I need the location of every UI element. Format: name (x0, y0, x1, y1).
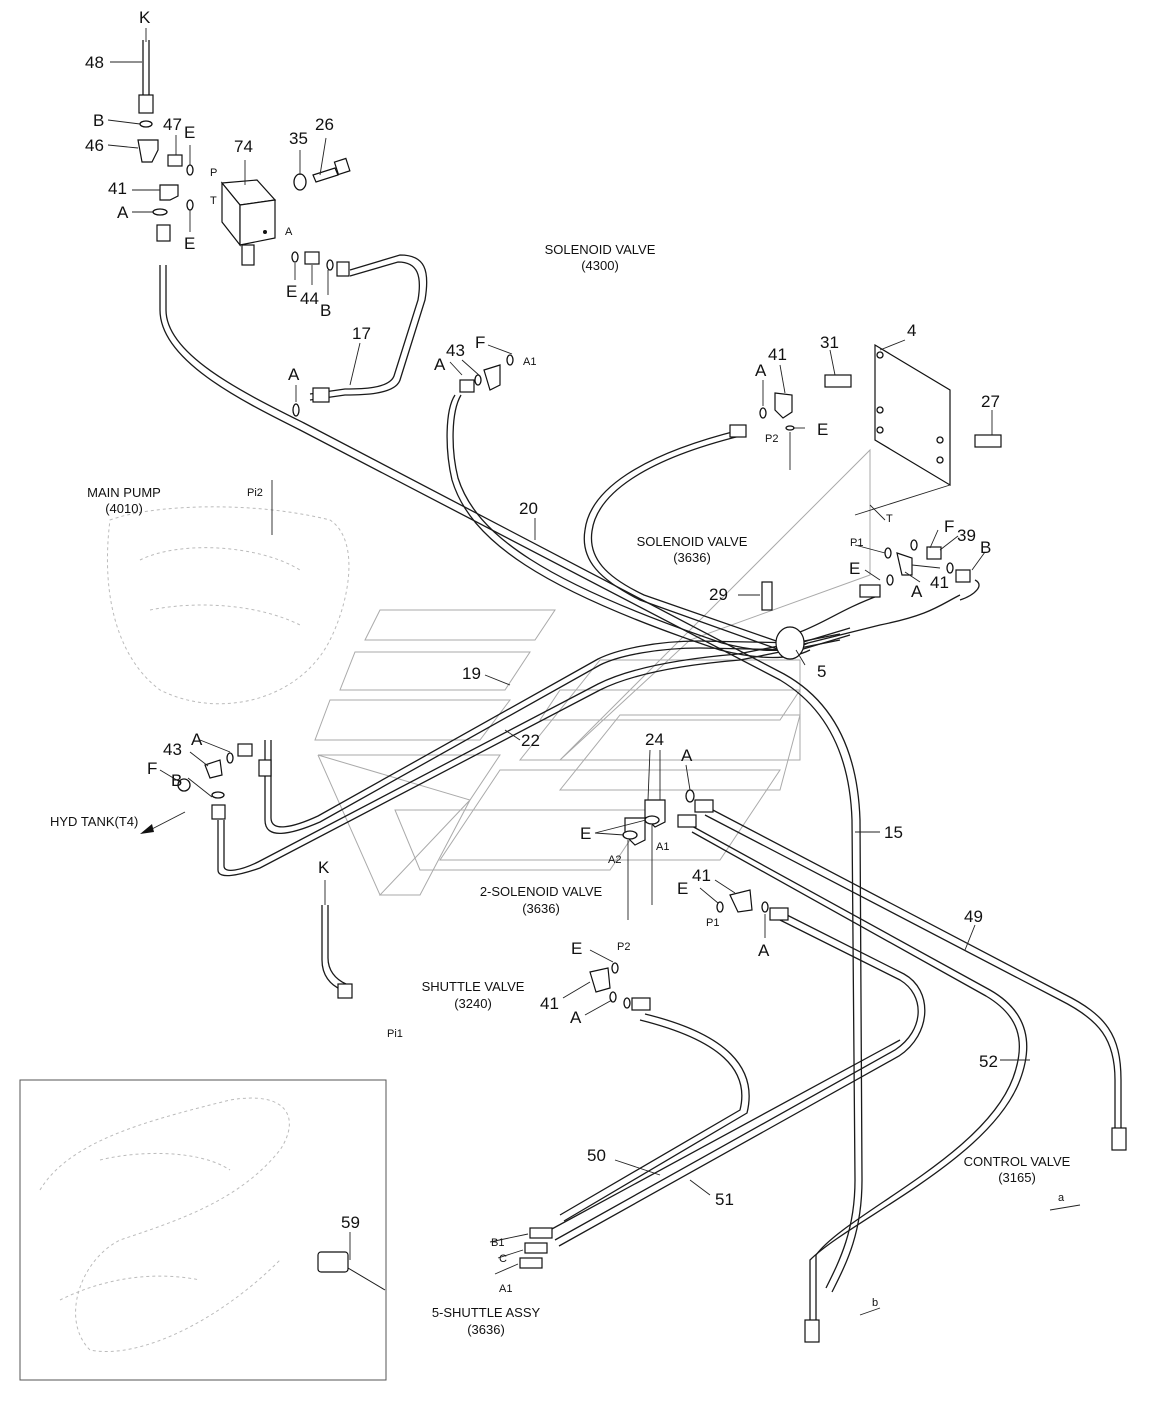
mounting-plate-4 (874, 343, 951, 487)
callout-5: 5 (817, 662, 827, 681)
control-valve-code: (3165) (998, 1170, 1036, 1185)
port-label: A1 (656, 841, 670, 853)
control-valve-name: CONTROL VALVE (963, 1154, 1071, 1169)
callout-22: 22 (521, 731, 540, 750)
callout-b: B (93, 111, 105, 130)
callout-e: E (184, 234, 196, 253)
callout-a: A (117, 203, 129, 222)
two-solenoid-valve-name: 2-SOLENOID VALVE (479, 884, 603, 899)
port-label: P2 (765, 433, 779, 445)
callout-a: A (755, 361, 767, 380)
callout-b: B (171, 771, 183, 790)
port-label: A2 (608, 854, 622, 866)
shuttle-valve-name: SHUTTLE VALVE (421, 979, 525, 994)
solenoid-valve-3636-code: (3636) (673, 550, 711, 565)
callout-49: 49 (964, 907, 983, 926)
callout-47: 47 (163, 115, 182, 134)
shuttle-valve-code: (3240) (454, 996, 492, 1011)
port-label: T (886, 513, 893, 525)
callout-b: B (320, 301, 332, 320)
parts (137, 94, 1127, 1343)
callout-27: 27 (981, 392, 1000, 411)
callout-46: 46 (85, 136, 104, 155)
port-label: P1 (850, 537, 864, 549)
callout-a: A (758, 941, 770, 960)
callout-e: E (286, 282, 298, 301)
callout-43: 43 (446, 341, 465, 360)
callout-a: A (288, 365, 300, 384)
callout-41: 41 (930, 573, 949, 592)
callout-26: 26 (315, 115, 334, 134)
callout-e: E (184, 123, 196, 142)
callout-48: 48 (85, 53, 104, 72)
callout-74: 74 (234, 137, 253, 156)
callout-a: A (911, 582, 923, 601)
port-label: A (285, 226, 293, 238)
callout-f: F (475, 333, 486, 352)
callout-29: 29 (709, 585, 728, 604)
callout-a: A (570, 1008, 582, 1027)
solenoid-valve-3636-name: SOLENOID VALVE (636, 534, 748, 549)
port-label: Pi2 (247, 487, 263, 499)
callout-a: A (681, 746, 693, 765)
port-label: A1 (523, 356, 537, 368)
callout-17: 17 (352, 324, 371, 343)
callout-31: 31 (820, 333, 839, 352)
port-label: A1 (499, 1283, 513, 1295)
callout-44: 44 (300, 289, 319, 308)
callout-15: 15 (884, 823, 903, 842)
port-label: C (499, 1253, 507, 1265)
callout-e: E (817, 420, 829, 439)
callout-41: 41 (768, 345, 787, 364)
callout-a: A (191, 730, 203, 749)
callout-20: 20 (519, 499, 538, 518)
callout-41: 41 (692, 866, 711, 885)
port-label: b (872, 1297, 879, 1309)
two-solenoid-valve-code: (3636) (522, 901, 560, 916)
inset-box (19, 1079, 387, 1381)
port-label: T (210, 195, 217, 207)
callout-k-lower: K (318, 858, 330, 877)
callout-43: 43 (163, 740, 182, 759)
leader-lines (107, 28, 1081, 1316)
shuttle-assy-name: 5-SHUTTLE ASSY (431, 1305, 541, 1320)
callout-e: E (677, 879, 689, 898)
port-label: B1 (491, 1237, 505, 1249)
callout-b: B (980, 538, 992, 557)
main-pump-ghost (107, 506, 350, 705)
solenoid-valve-4300-code: (4300) (581, 258, 619, 273)
main-pump-code: (4010) (105, 501, 143, 516)
callout-a: A (434, 355, 446, 374)
port-label: P1 (706, 917, 720, 929)
callout-50: 50 (587, 1146, 606, 1165)
callout-e: E (571, 939, 583, 958)
port-label: P2 (617, 941, 631, 953)
main-pump-name: MAIN PUMP (87, 485, 161, 500)
callout-4: 4 (907, 321, 917, 340)
port-label: Pi1 (387, 1028, 403, 1040)
valve-block-74 (220, 179, 277, 266)
port-label: P (210, 167, 218, 179)
callout-59: 59 (341, 1213, 360, 1232)
callout-24: 24 (645, 730, 664, 749)
callout-k-top: K (139, 8, 151, 27)
callout-19: 19 (462, 664, 481, 683)
callout-41: 41 (540, 994, 559, 1013)
solenoid-valve-4300-name: SOLENOID VALVE (544, 242, 656, 257)
callout-e: E (849, 559, 861, 578)
port-label: a (1058, 1192, 1065, 1204)
hoses (142, 40, 1122, 1330)
hyd-tank-label: HYD TANK(T4) (50, 814, 139, 829)
shuttle-assy-code: (3636) (467, 1322, 505, 1337)
callout-41: 41 (108, 179, 127, 198)
callout-52: 52 (979, 1052, 998, 1071)
callout-39: 39 (957, 526, 976, 545)
callout-51: 51 (715, 1190, 734, 1209)
callout-f: F (147, 759, 158, 778)
callout-f: F (944, 517, 955, 536)
callout-e: E (580, 824, 592, 843)
callout-35: 35 (289, 129, 308, 148)
frame-ghost (314, 448, 871, 896)
